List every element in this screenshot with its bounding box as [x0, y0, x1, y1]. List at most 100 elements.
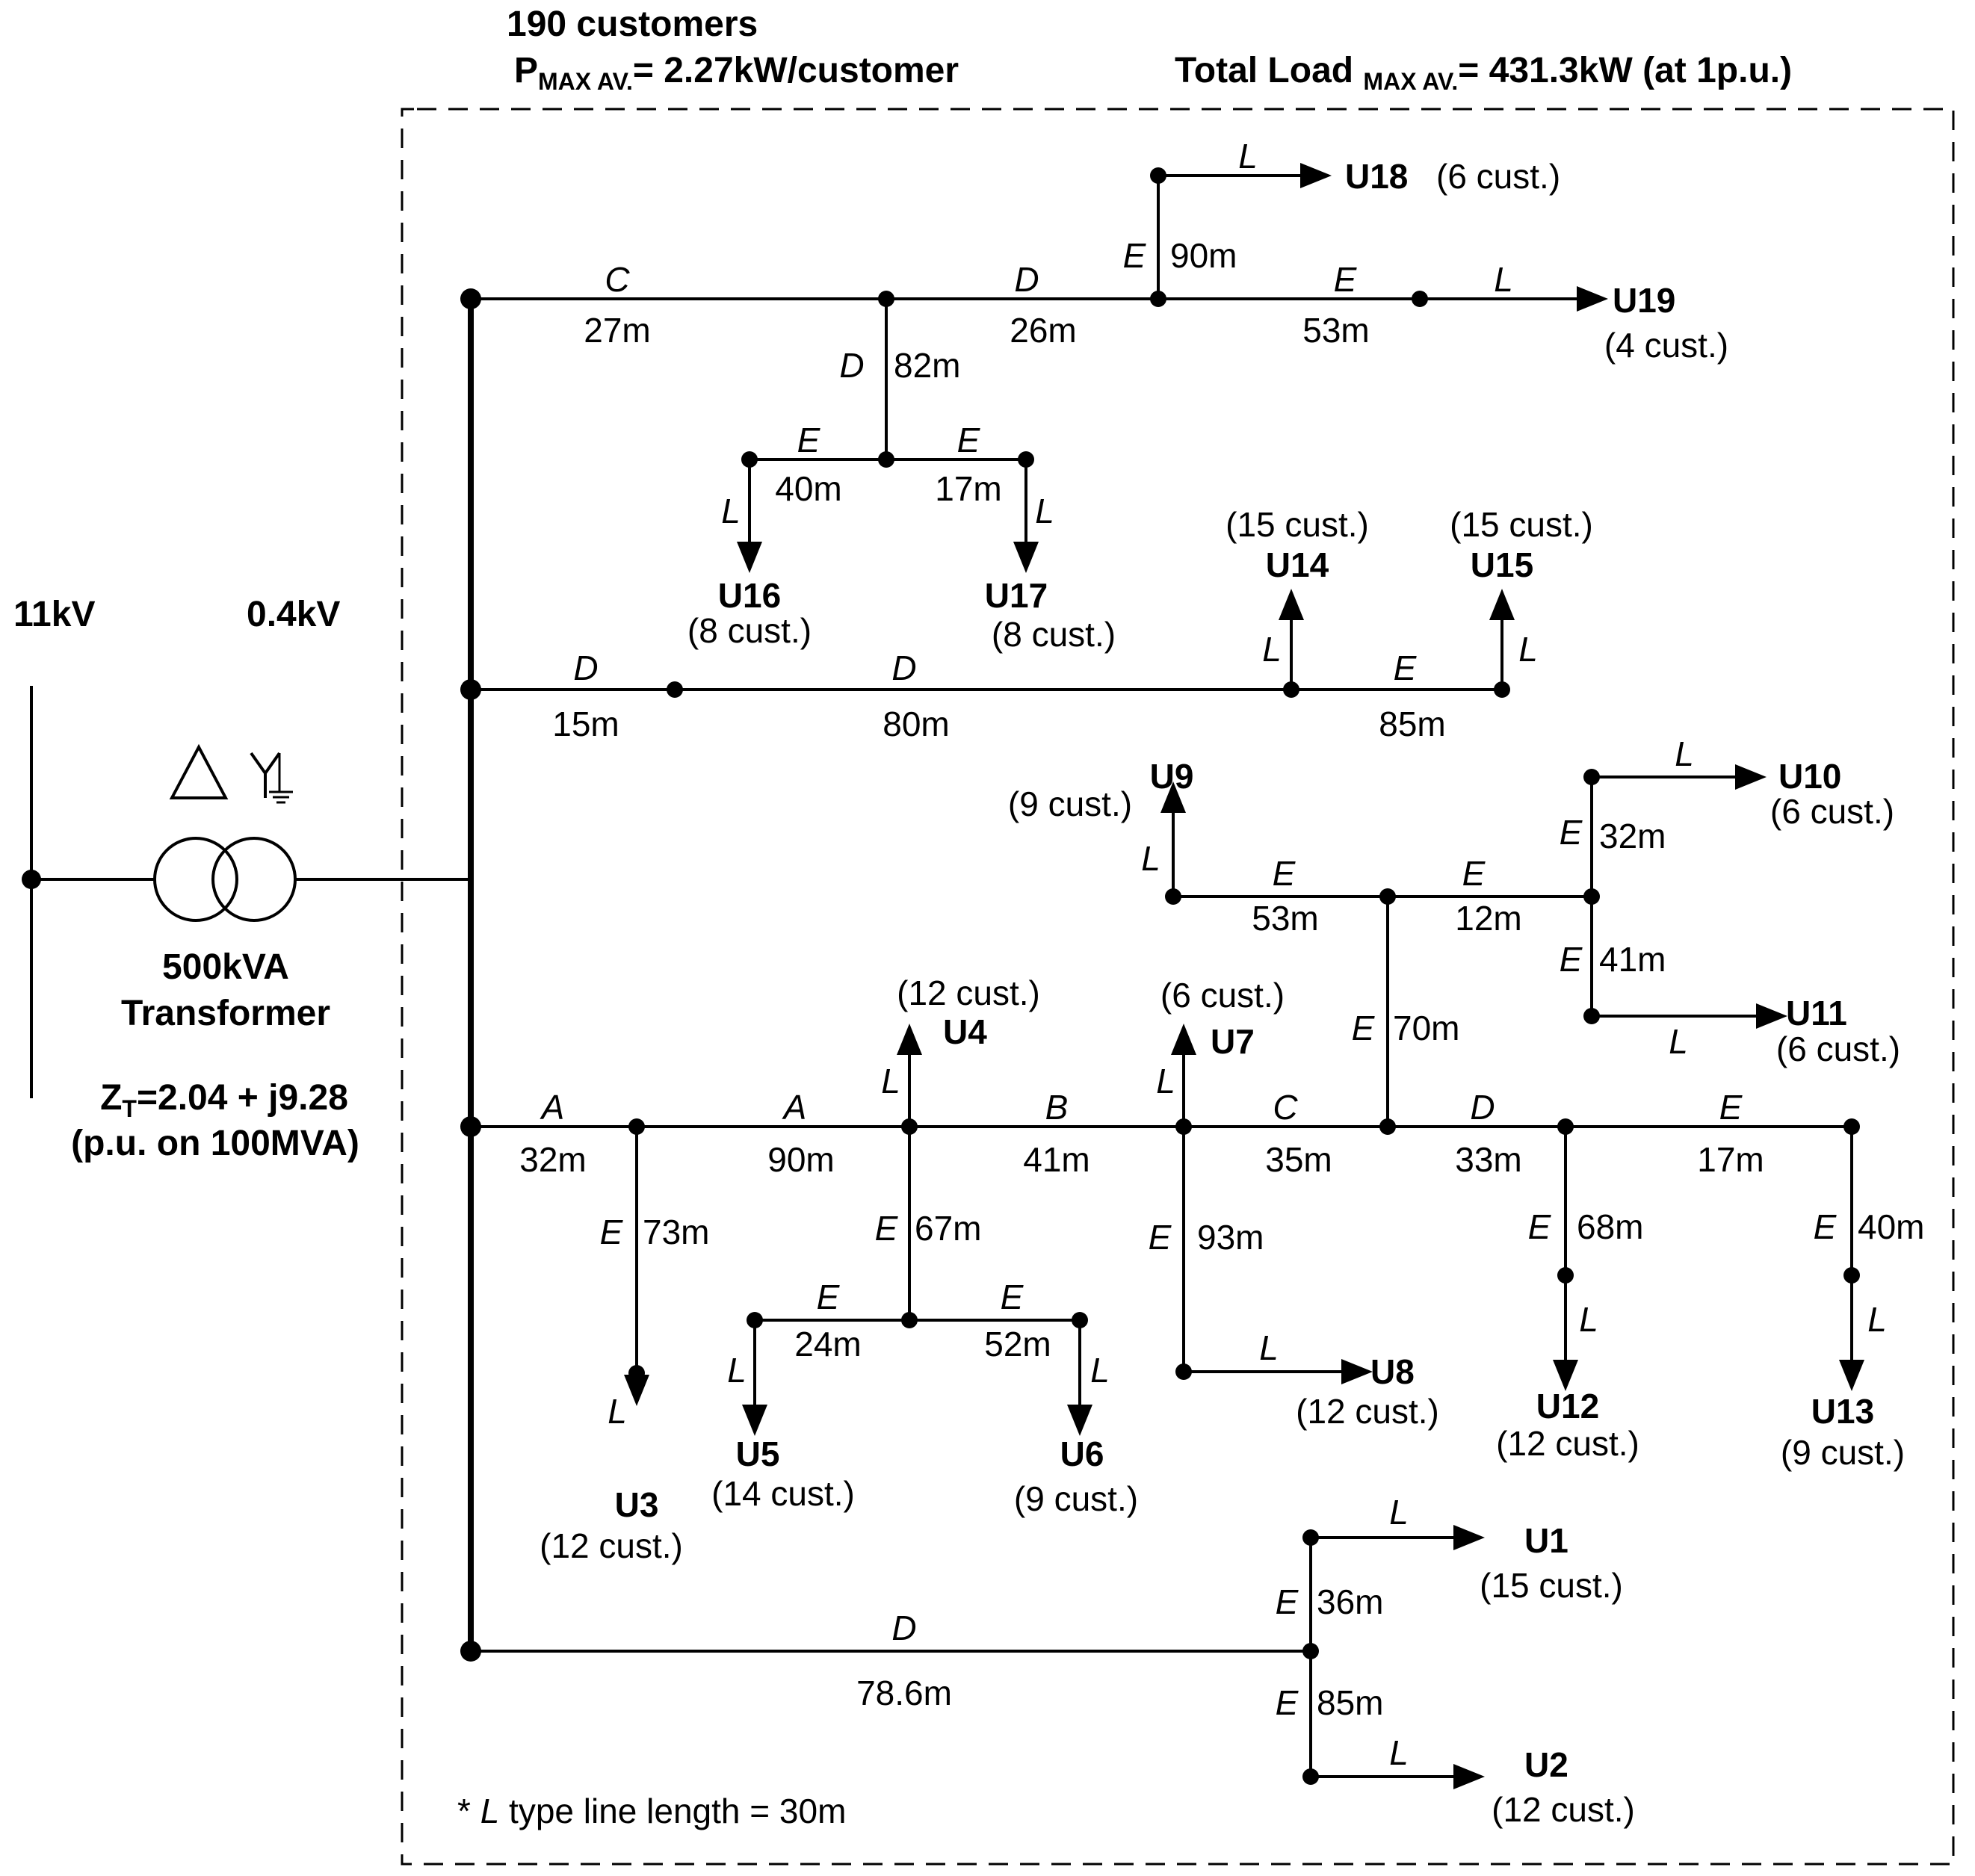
svg-text:A: A	[540, 1088, 565, 1127]
svg-text:L: L	[1389, 1493, 1409, 1532]
load-u2: U2 (12 cust.)	[1492, 1745, 1635, 1829]
load-u4: (12 cust.) U4	[897, 973, 1040, 1051]
svg-text:E: E	[1394, 648, 1418, 687]
svg-text:40m: 40m	[1858, 1207, 1924, 1246]
u9-arrow	[1160, 781, 1186, 813]
svg-text:(12 cust.): (12 cust.)	[540, 1526, 683, 1565]
load-u11: U11 (6 cust.)	[1776, 994, 1900, 1068]
l-type-footnote: * L type line length = 30m	[457, 1792, 846, 1830]
svg-text:(12 cust.): (12 cust.)	[1492, 1790, 1635, 1829]
svg-text:90m: 90m	[1170, 236, 1237, 275]
svg-text:E: E	[1276, 1683, 1299, 1722]
svg-text:40m: 40m	[775, 469, 841, 508]
svg-text:U6: U6	[1060, 1434, 1104, 1473]
u2-arrow	[1453, 1764, 1485, 1789]
svg-text:A: A	[782, 1088, 807, 1127]
feeder-wires	[471, 174, 1853, 1778]
svg-text:D: D	[891, 648, 916, 687]
svg-text:L: L	[1675, 734, 1694, 773]
svg-text:80m: 80m	[883, 705, 949, 743]
segment-length-labels: 27m 26m 82m 90m 53m 40m 17m 15m 80m 85m …	[519, 236, 1924, 1722]
svg-text:17m: 17m	[1697, 1140, 1764, 1179]
svg-text:E: E	[1273, 854, 1296, 893]
svg-text:36m: 36m	[1317, 1582, 1383, 1621]
delta-wye-grounded-icon	[169, 743, 293, 804]
u5-arrow	[742, 1405, 767, 1436]
svg-text:E: E	[1719, 1088, 1743, 1127]
svg-text:52m: 52m	[984, 1325, 1051, 1363]
transformer-impedance: ZT=2.04 + j9.28	[100, 1078, 348, 1122]
svg-text:(8 cust.): (8 cust.)	[687, 611, 812, 650]
load-u8: U8 (12 cust.)	[1296, 1352, 1439, 1431]
svg-text:U12: U12	[1536, 1387, 1599, 1425]
svg-text:E: E	[1560, 940, 1583, 979]
transformer-name: Transformer	[121, 994, 330, 1033]
svg-text:L: L	[1156, 1062, 1175, 1100]
svg-text:E: E	[600, 1213, 624, 1251]
lv-network-boundary	[401, 108, 1955, 1866]
svg-text:53m: 53m	[1302, 311, 1369, 350]
svg-text:U9: U9	[1150, 757, 1194, 796]
svg-text:E: E	[817, 1278, 841, 1316]
svg-text:E: E	[957, 421, 981, 459]
svg-text:(6 cust.): (6 cust.)	[1436, 157, 1560, 196]
svg-text:L: L	[1262, 630, 1282, 669]
u12-arrow	[1553, 1360, 1578, 1391]
svg-text:(9 cust.): (9 cust.)	[1014, 1479, 1138, 1518]
svg-text:E: E	[1462, 854, 1486, 893]
svg-text:D: D	[891, 1609, 916, 1647]
svg-text:D: D	[1470, 1088, 1495, 1127]
svg-text:82m: 82m	[894, 346, 960, 385]
svg-text:U7: U7	[1211, 1022, 1255, 1061]
svg-text:U16: U16	[718, 576, 781, 615]
load-u7: (6 cust.) U7	[1160, 976, 1285, 1061]
svg-text:(6 cust.): (6 cust.)	[1770, 792, 1894, 831]
svg-text:32m: 32m	[519, 1140, 586, 1179]
svg-text:15m: 15m	[552, 705, 619, 743]
svg-text:26m: 26m	[1010, 311, 1076, 350]
load-u14: (15 cust.) U14	[1226, 505, 1369, 584]
u7-arrow	[1171, 1024, 1196, 1055]
svg-text:B: B	[1045, 1088, 1069, 1127]
svg-text:78.6m: 78.6m	[856, 1674, 952, 1712]
load-u10: U10 (6 cust.)	[1770, 757, 1894, 831]
svg-text:35m: 35m	[1265, 1140, 1332, 1179]
header-customers: 190 customers	[507, 4, 758, 44]
svg-text:E: E	[1352, 1009, 1376, 1047]
svg-text:85m: 85m	[1379, 705, 1445, 743]
svg-text:L: L	[1090, 1351, 1110, 1390]
svg-text:73m: 73m	[643, 1213, 709, 1251]
load-u13: U13 (9 cust.)	[1781, 1392, 1905, 1472]
svg-text:33m: 33m	[1455, 1140, 1521, 1179]
svg-text:U15: U15	[1471, 545, 1533, 584]
svg-text:(15 cust.): (15 cust.)	[1450, 505, 1593, 544]
svg-text:L: L	[1259, 1328, 1279, 1367]
svg-text:(12 cust.): (12 cust.)	[1296, 1392, 1439, 1431]
svg-text:90m: 90m	[767, 1140, 834, 1179]
svg-text:70m: 70m	[1393, 1009, 1459, 1047]
load-u5: U5 (14 cust.)	[711, 1434, 855, 1513]
svg-text:L: L	[1141, 839, 1160, 878]
svg-text:(9 cust.): (9 cust.)	[1781, 1433, 1905, 1472]
u6-arrow	[1067, 1405, 1092, 1436]
load-u12: U12 (12 cust.)	[1496, 1387, 1639, 1463]
svg-text:(8 cust.): (8 cust.)	[992, 615, 1116, 654]
svg-text:U5: U5	[736, 1434, 780, 1473]
transformer-impedance-base: (p.u. on 100MVA)	[71, 1124, 359, 1163]
u17-arrow	[1013, 542, 1039, 573]
svg-text:U8: U8	[1370, 1352, 1415, 1391]
header-total-load: Total Load MAX AV.= 431.3kW (at 1p.u.)	[1175, 51, 1792, 95]
svg-text:C: C	[605, 260, 630, 299]
svg-text:27m: 27m	[584, 311, 650, 350]
svg-text:D: D	[1014, 260, 1039, 299]
svg-text:U19: U19	[1613, 281, 1675, 320]
transformer-primary-winding	[153, 837, 238, 922]
load-u19: U19 (4 cust.)	[1604, 281, 1728, 365]
load-u9: U9 (9 cust.)	[1008, 757, 1193, 823]
svg-text:L: L	[881, 1062, 900, 1100]
u19-arrow	[1577, 286, 1608, 312]
svg-text:L: L	[1669, 1022, 1688, 1061]
svg-text:68m: 68m	[1577, 1207, 1643, 1246]
svg-text:93m: 93m	[1197, 1218, 1264, 1257]
svg-text:D: D	[839, 346, 864, 385]
